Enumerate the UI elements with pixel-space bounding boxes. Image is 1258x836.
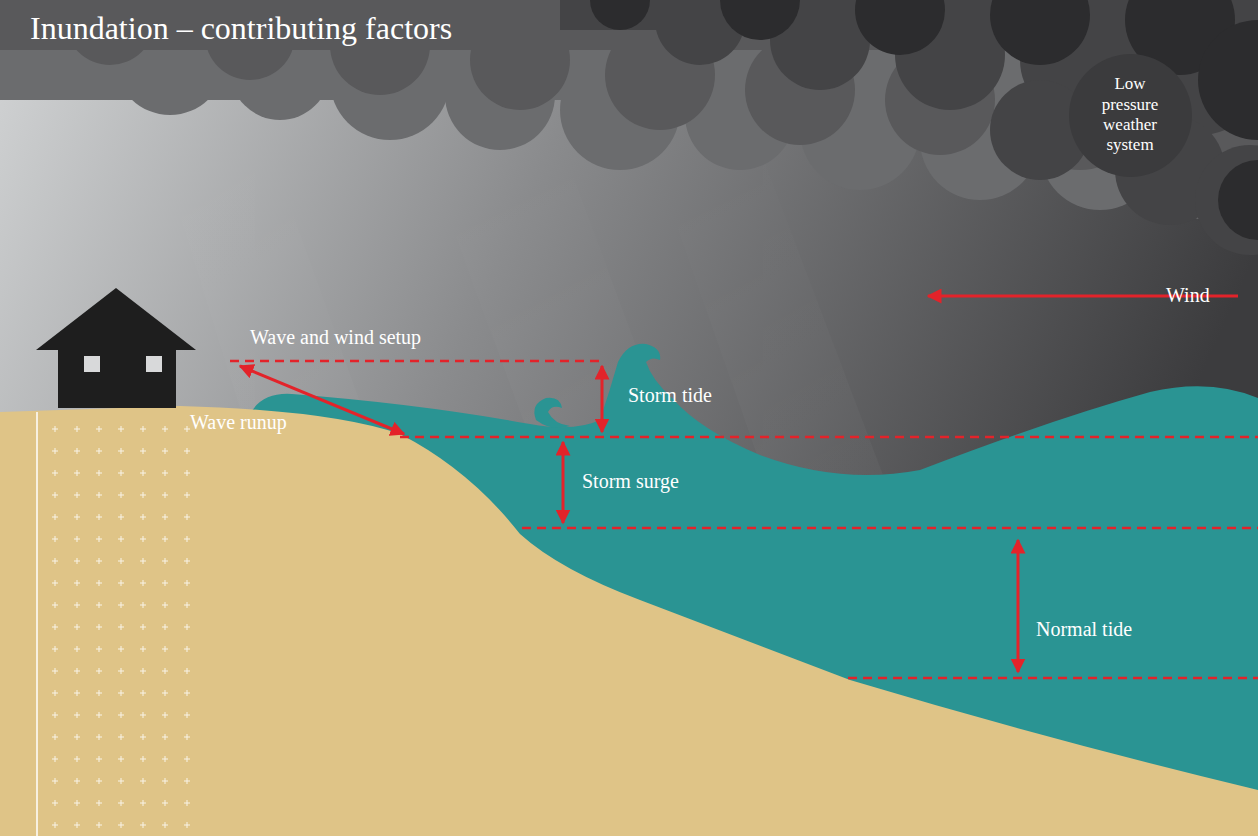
- level-lines: [230, 361, 1258, 678]
- level-label: Storm surge: [582, 470, 679, 493]
- level-label: Wave runup: [190, 411, 287, 434]
- wind-label: Wind: [1166, 284, 1210, 307]
- pressure-circle: Low pressure weather system: [1069, 54, 1192, 177]
- wave-curl: [534, 398, 570, 428]
- node-text: Low pressure weather system: [1090, 74, 1171, 156]
- level-label: Storm tide: [628, 384, 712, 407]
- shore: [0, 406, 1258, 836]
- level-label: Normal tide: [1036, 618, 1132, 641]
- level-label: Wave and wind setup: [250, 326, 421, 349]
- measure-arrows: [240, 296, 1238, 672]
- house: [36, 288, 196, 408]
- ground-texture: [40, 414, 190, 836]
- storm-clouds: [0, 0, 1258, 255]
- diagram-title: Inundation – contributing factors: [30, 10, 452, 47]
- ground-line: [36, 412, 38, 836]
